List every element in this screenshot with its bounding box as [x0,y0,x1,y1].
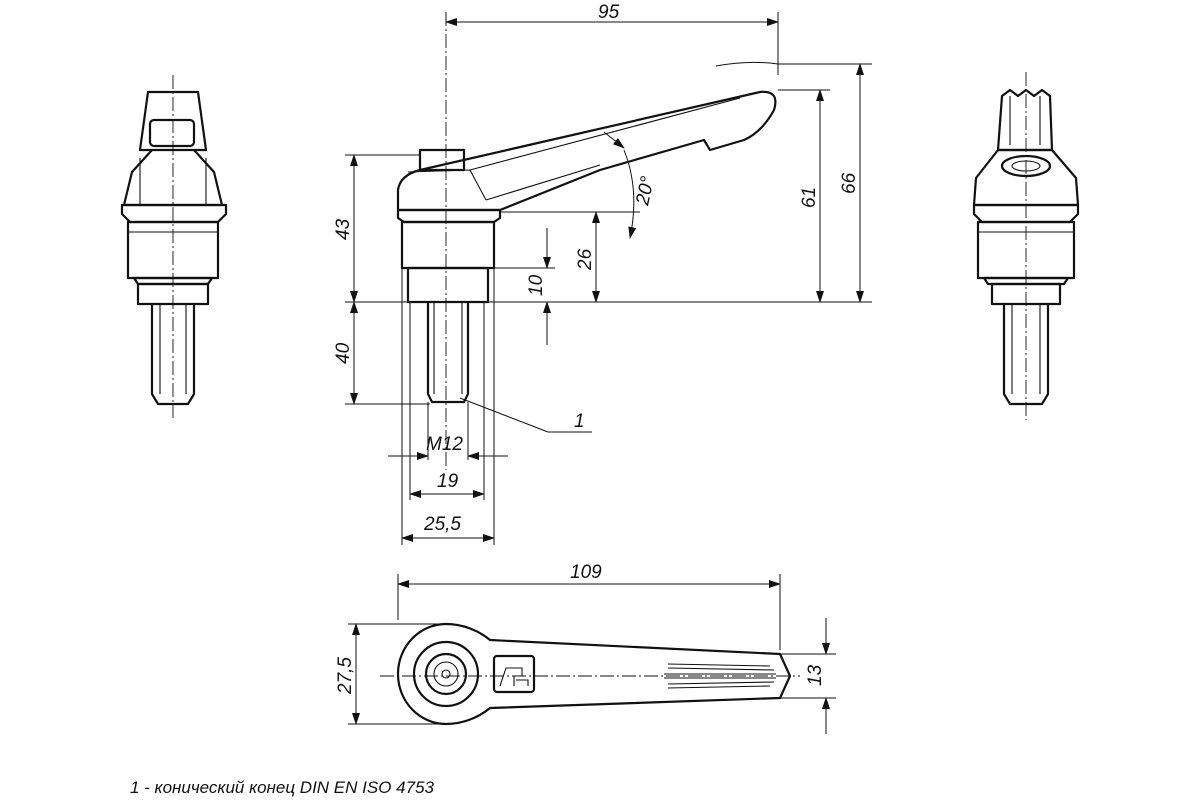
dim-66: 66 [839,172,860,194]
dim-26: 26 [575,248,596,271]
right-side-view [972,72,1080,420]
dim-13: 13 [805,664,826,686]
top-view-dimensions: 109 27,5 13 [335,562,836,734]
dim-m12: M12 [426,434,463,455]
left-side-view [120,75,228,418]
top-view [380,622,800,726]
dim-10: 10 [526,274,547,296]
dim-109: 109 [570,562,602,583]
caption: 1 - конический конец DIN EN ISO 4753 [130,778,434,797]
dim-95: 95 [598,2,620,23]
callout-1: 1 [574,411,585,432]
dim-27-5: 27,5 [335,657,356,695]
logo-plate [492,654,536,694]
dim-25-5: 25,5 [423,514,461,535]
dim-40: 40 [333,342,354,364]
dim-43: 43 [333,218,354,240]
dim-61: 61 [799,187,820,208]
dim-angle-20: 20° [632,174,659,208]
front-dimensions: 95 43 40 10 26 61 66 20° [333,2,872,545]
dim-19: 19 [437,471,459,492]
front-lever-view [396,12,777,470]
